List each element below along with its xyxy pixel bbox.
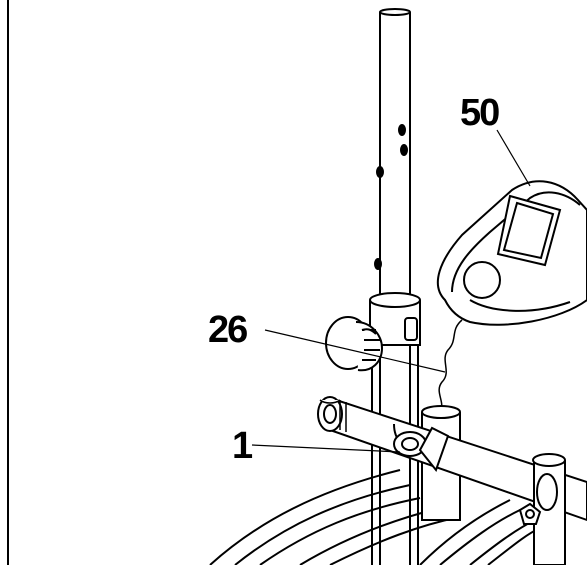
leader-line-1: [251, 444, 401, 453]
console-cable: [438, 319, 463, 413]
leader-lines: [251, 129, 531, 453]
callout-label-50: 50: [460, 92, 499, 134]
lower-rails: [209, 469, 541, 565]
callout-label-26: 26: [208, 309, 247, 351]
upright-post: [371, 8, 419, 565]
leader-line-50: [496, 129, 531, 187]
leader-line-26: [264, 329, 446, 373]
adjustment-knob: [325, 316, 384, 372]
post-collar: [369, 292, 421, 346]
console-unit: [436, 180, 587, 326]
crossbar-tube: [317, 396, 587, 522]
callout-label-1: 1: [232, 425, 253, 467]
right-fitting: [518, 453, 566, 565]
